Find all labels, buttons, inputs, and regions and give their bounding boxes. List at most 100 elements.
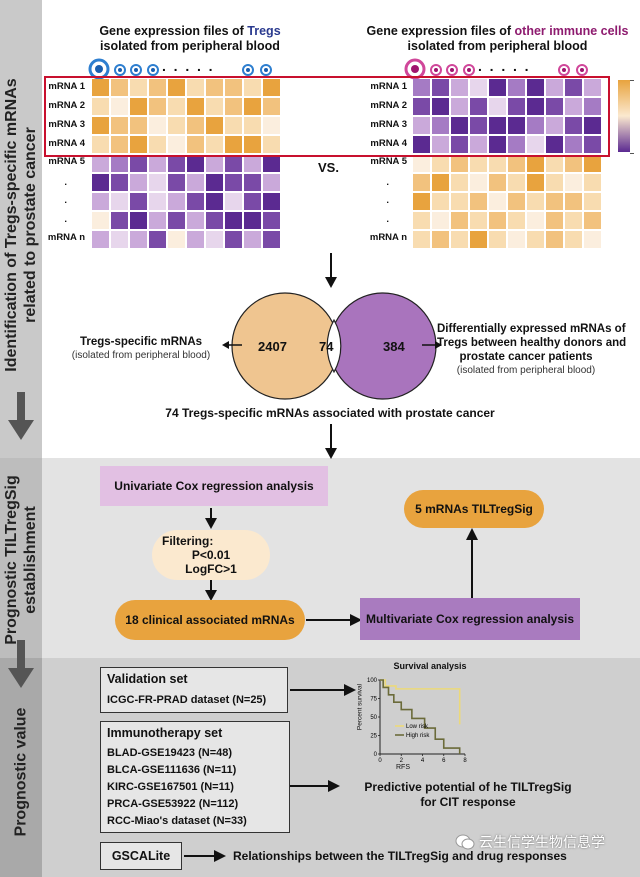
sample-dots-left: . . . . . bbox=[162, 58, 213, 74]
heatmap-cell bbox=[244, 155, 261, 172]
heatmap-cell bbox=[225, 136, 242, 153]
heatmap-cell bbox=[111, 212, 128, 229]
heatmap-cell bbox=[244, 174, 261, 191]
heatmap-cell bbox=[225, 79, 242, 96]
heatmap-cell bbox=[206, 117, 223, 134]
heatmap-cell bbox=[187, 231, 204, 248]
heatmap-cell bbox=[168, 98, 185, 115]
row-label: . bbox=[386, 195, 389, 206]
gscalite-relation: Relationships between the TILTregSig and… bbox=[233, 849, 567, 863]
heatmap-cell bbox=[187, 155, 204, 172]
heatmap-cell bbox=[546, 174, 563, 191]
row-label: mRNA n bbox=[47, 232, 85, 243]
heatmap-cell bbox=[149, 98, 166, 115]
heatmap-cell bbox=[451, 155, 468, 172]
heatmap-right-title-line2: isolated from peripheral blood bbox=[407, 39, 588, 53]
heatmap-cell bbox=[263, 79, 280, 96]
heatmap-cell bbox=[584, 231, 601, 248]
heatmap-cell bbox=[225, 193, 242, 210]
heatmap-cell bbox=[527, 231, 544, 248]
heatmap-cell bbox=[263, 193, 280, 210]
arrow-down-icon bbox=[325, 253, 337, 288]
venn-left-label: Tregs-specific mRNAs (isolated from peri… bbox=[71, 336, 211, 361]
heatmap-cell bbox=[130, 193, 147, 210]
row-label: mRNA 5 bbox=[370, 156, 407, 167]
signature-box: 5 mRNAs TILTregSig bbox=[404, 490, 544, 528]
heatmap-cell bbox=[92, 117, 109, 134]
heatmap-cell bbox=[565, 79, 582, 96]
heatmap-cell bbox=[565, 231, 582, 248]
heatmap-cell bbox=[432, 136, 449, 153]
heatmap-cell bbox=[508, 174, 525, 191]
venn-left-count: 2407 bbox=[258, 339, 287, 354]
heatmap-cell bbox=[244, 193, 261, 210]
heatmap-cell bbox=[168, 155, 185, 172]
survival-curve-low-risk bbox=[380, 679, 461, 725]
row-label: . bbox=[64, 195, 67, 206]
heatmap-cell bbox=[413, 79, 430, 96]
heatmap-cell bbox=[168, 174, 185, 191]
row-label: mRNA 4 bbox=[48, 138, 85, 149]
arrow-left-icon bbox=[222, 341, 242, 349]
heatmap-cell bbox=[187, 212, 204, 229]
heatmap-cell bbox=[168, 212, 185, 229]
survival-xtick-label: 6 bbox=[442, 758, 446, 764]
heatmap-right-title: Gene expression files of other immune ce… bbox=[355, 24, 640, 54]
heatmap-cell bbox=[508, 98, 525, 115]
heatmap-cell bbox=[92, 193, 109, 210]
heatmap-cell bbox=[489, 155, 506, 172]
heatmap-cell bbox=[489, 193, 506, 210]
heatmap-left-title-line2: isolated from peripheral blood bbox=[100, 39, 280, 53]
side-arrow-down-icon bbox=[8, 640, 34, 688]
row-label: mRNA 3 bbox=[370, 119, 407, 130]
heatmap-cell bbox=[244, 212, 261, 229]
immunotherapy-dataset: RCC-Miao's dataset (N=33) bbox=[107, 815, 247, 827]
heatmap-cell bbox=[470, 193, 487, 210]
heatmap-cell bbox=[432, 98, 449, 115]
heatmap-cell bbox=[263, 212, 280, 229]
legend-high-label: High risk bbox=[406, 733, 430, 739]
multivariate-cox-box: Multivariate Cox regression analysis bbox=[360, 598, 580, 640]
survival-xtick-label: 2 bbox=[400, 758, 404, 764]
heatmap-cell bbox=[508, 136, 525, 153]
row-label: mRNA 2 bbox=[370, 100, 407, 111]
heatmap-cell bbox=[149, 136, 166, 153]
heatmap-cell bbox=[432, 212, 449, 229]
heatmap-cell bbox=[413, 231, 430, 248]
heatmap-cell bbox=[432, 79, 449, 96]
heatmap-cell bbox=[225, 155, 242, 172]
heatmap-left-title: Gene expression files of Tregs isolated … bbox=[70, 24, 310, 54]
heatmap-cell bbox=[508, 231, 525, 248]
arrow-right-icon bbox=[306, 614, 362, 626]
arrow-right-icon bbox=[422, 341, 442, 349]
heatmap-cell bbox=[565, 136, 582, 153]
survival-ytick-label: 25 bbox=[370, 734, 377, 740]
heatmap-cell bbox=[451, 174, 468, 191]
heatmap-right bbox=[413, 79, 601, 248]
heatmap-cell bbox=[168, 79, 185, 96]
row-label: . bbox=[64, 177, 67, 188]
row-label: . bbox=[64, 214, 67, 225]
heatmap-cell bbox=[527, 79, 544, 96]
arrow-right-icon bbox=[184, 850, 226, 862]
heatmap-cell bbox=[206, 98, 223, 115]
immunotherapy-dataset: BLAD-GSE19423 (N=48) bbox=[107, 747, 233, 759]
heatmap-cell bbox=[451, 79, 468, 96]
heatmap-cell bbox=[92, 174, 109, 191]
heatmap-cell bbox=[130, 212, 147, 229]
heatmap-cell bbox=[565, 98, 582, 115]
heatmap-cell bbox=[584, 155, 601, 172]
row-label: mRNA 5 bbox=[48, 156, 85, 167]
heatmap-cell bbox=[546, 98, 563, 115]
heatmap-cell bbox=[413, 136, 430, 153]
heatmap-cell bbox=[470, 98, 487, 115]
heatmap-cell bbox=[111, 174, 128, 191]
heatmap-cell bbox=[508, 193, 525, 210]
heatmap-right-title-prefix: Gene expression files of bbox=[366, 24, 515, 38]
row-label: . bbox=[386, 214, 389, 225]
heatmap-cell bbox=[527, 117, 544, 134]
highlight-box-top-4-mrnas bbox=[44, 76, 610, 157]
heatmap-left bbox=[92, 79, 280, 248]
heatmap-cell bbox=[546, 155, 563, 172]
